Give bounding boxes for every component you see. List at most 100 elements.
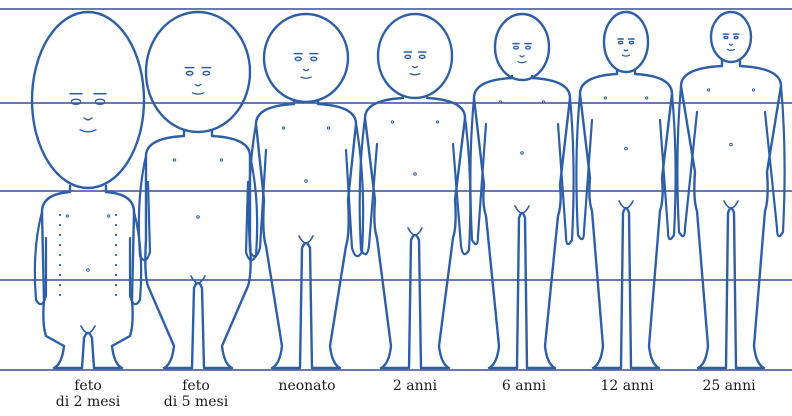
label-feto-2-mesi: feto di 2 mesi xyxy=(33,378,143,410)
left-arm xyxy=(470,98,486,244)
eye-left xyxy=(514,46,519,49)
nipple-left xyxy=(66,215,68,217)
label-feto-5-mesi: feto di 5 mesi xyxy=(141,378,251,410)
nipple-left xyxy=(391,121,393,123)
eye-right xyxy=(419,55,425,58)
fetus-dot xyxy=(59,274,61,276)
figure-feto-2-mesi xyxy=(32,12,144,368)
fetus-dot xyxy=(115,274,117,276)
navel xyxy=(730,143,733,146)
fetus-dot xyxy=(59,284,61,286)
label-25-anni: 25 anni xyxy=(674,378,784,394)
eye-right xyxy=(734,36,738,38)
navel xyxy=(521,152,524,155)
figure-12-anni xyxy=(576,12,675,368)
fetus-dot xyxy=(59,244,61,246)
label-line-1: 25 anni xyxy=(674,378,784,394)
head xyxy=(604,12,648,72)
label-line-1: 2 anni xyxy=(360,378,470,394)
nipple-left xyxy=(707,89,709,91)
mouth xyxy=(80,130,96,132)
nipple-left xyxy=(282,127,284,129)
head xyxy=(264,14,348,102)
nipple-right xyxy=(327,127,329,129)
navel xyxy=(414,173,417,176)
fetus-dot xyxy=(115,264,117,266)
eye-right xyxy=(526,46,531,49)
fetus-dot xyxy=(115,284,117,286)
mouth xyxy=(518,62,526,63)
body-outline xyxy=(42,186,134,368)
nose xyxy=(195,84,201,85)
body-outline xyxy=(365,96,465,368)
label-12-anni: 12 anni xyxy=(572,378,682,394)
right-arm xyxy=(660,94,676,239)
nipple-right xyxy=(220,159,222,161)
head xyxy=(495,14,549,80)
navel xyxy=(305,180,308,183)
eye-right xyxy=(311,57,317,60)
nose xyxy=(624,50,628,51)
body-outline xyxy=(580,70,672,368)
fetus-dot xyxy=(59,264,61,266)
fetus-dot xyxy=(115,214,117,216)
body-outline xyxy=(145,130,250,368)
body-outline xyxy=(474,76,570,368)
mouth xyxy=(622,55,629,56)
eye-left xyxy=(186,71,192,75)
mouth xyxy=(301,77,311,78)
nipple-right xyxy=(543,101,545,103)
fetus-dot xyxy=(115,224,117,226)
nipple-right xyxy=(108,215,110,217)
head xyxy=(32,12,144,188)
nose xyxy=(84,118,92,120)
navel xyxy=(87,269,90,272)
figure-25-anni xyxy=(677,12,784,368)
mouth xyxy=(728,49,735,50)
right-arm xyxy=(558,98,574,244)
left-arm xyxy=(576,94,592,239)
fetus-dot xyxy=(115,254,117,256)
label-2-anni: 2 anni xyxy=(360,378,470,394)
fetus-dot xyxy=(115,234,117,236)
eye-right xyxy=(203,71,209,75)
fetus-dot xyxy=(59,254,61,256)
label-neonato: neonato xyxy=(252,378,362,394)
eye-left xyxy=(405,55,411,58)
label-6-anni: 6 anni xyxy=(469,378,579,394)
head xyxy=(146,12,250,132)
navel xyxy=(197,216,200,219)
eye-left xyxy=(619,41,623,43)
mouth xyxy=(192,93,203,94)
label-line-1: 6 anni xyxy=(469,378,579,394)
nose xyxy=(520,56,524,57)
label-line-1: feto xyxy=(141,378,251,394)
nose xyxy=(303,69,308,70)
fetus-dot xyxy=(115,294,117,296)
eye-left xyxy=(724,36,728,38)
nipple-left xyxy=(604,97,606,99)
nose xyxy=(729,44,732,45)
label-line-1: neonato xyxy=(252,378,362,394)
navel xyxy=(625,147,628,150)
fetus-dot xyxy=(59,214,61,216)
figure-feto-5-mesi xyxy=(139,12,257,368)
nipple-right xyxy=(752,89,754,91)
nose xyxy=(413,66,418,67)
fetus-dot xyxy=(59,294,61,296)
head xyxy=(378,14,452,98)
nipple-left xyxy=(174,159,176,161)
fetus-dot xyxy=(59,224,61,226)
mouth xyxy=(410,74,420,75)
head xyxy=(711,12,751,62)
label-line-2: di 2 mesi xyxy=(33,394,143,410)
label-line-2: di 5 mesi xyxy=(141,394,251,410)
body-outline xyxy=(681,60,781,368)
fetus-dot xyxy=(59,234,61,236)
body-outline xyxy=(256,100,356,368)
eye-left xyxy=(295,57,301,60)
right-arm xyxy=(246,156,257,260)
nipple-left xyxy=(499,101,501,103)
label-line-1: 12 anni xyxy=(572,378,682,394)
